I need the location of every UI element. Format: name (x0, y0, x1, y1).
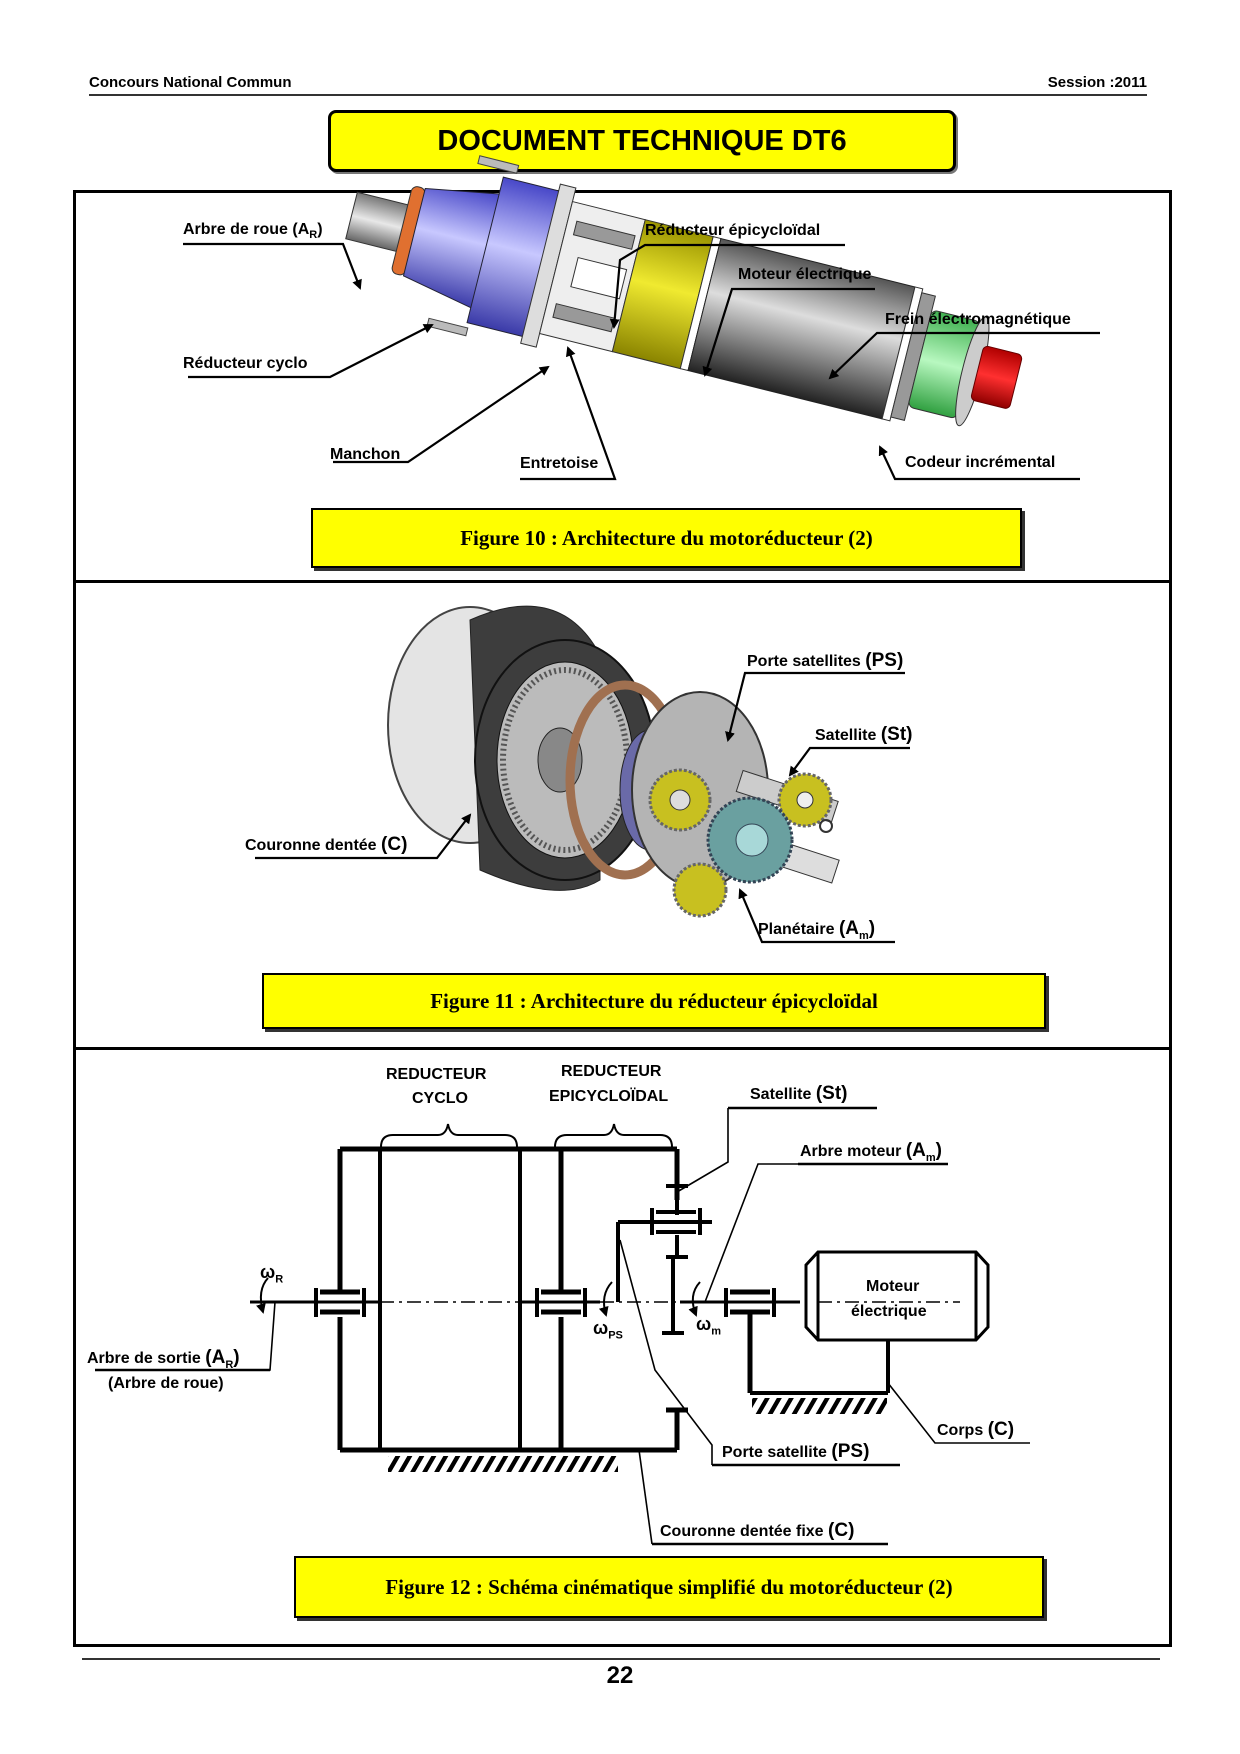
header-session: Session :2011 (1047, 74, 1147, 91)
label-couronne-dentee-fixe: Couronne dentée fixe (C) (660, 1520, 855, 1541)
label-reducteur-cyclo-1: REDUCTEUR (386, 1066, 487, 1083)
label-satellite: Satellite (St) (815, 724, 913, 745)
label-moteur: Moteur (866, 1278, 920, 1295)
label-porte-satellites: Porte satellites (PS) (747, 650, 904, 671)
label-omega-r: ωR (260, 1262, 284, 1286)
label-manchon: Manchon (330, 446, 401, 463)
label-omega-m: ωm (696, 1314, 721, 1338)
label-satellite-st: Satellite (St) (750, 1083, 848, 1104)
label-codeur-incremental: Codeur incrémental (905, 454, 1056, 471)
header-contest-name: Concours National Commun (89, 74, 292, 91)
label-reducteur-cyclo: Réducteur cyclo (183, 355, 308, 372)
label-electrique: électrique (851, 1303, 927, 1320)
label-moteur-electrique: Moteur électrique (738, 266, 872, 283)
label-corps: Corps (C) (937, 1419, 1015, 1440)
label-reducteur-epi-2: EPICYCLOÏDAL (549, 1088, 669, 1105)
label-reducteur-cyclo-2: CYCLO (412, 1090, 468, 1107)
label-entretoise: Entretoise (520, 455, 599, 472)
label-planetaire: Planétaire (Am) (758, 918, 876, 942)
label-couronne-dentee: Couronne dentée (C) (245, 834, 408, 855)
label-reducteur-epi-1: REDUCTEUR (561, 1063, 662, 1080)
figure10-caption: Figure 10 : Architecture du motoréducteu… (311, 508, 1022, 568)
label-reducteur-epicycloidal: Réducteur épicycloïdal (645, 222, 821, 239)
label-omega-ps: ωPS (593, 1318, 623, 1342)
label-porte-satellite: Porte satellite (PS) (722, 1441, 870, 1462)
label-arbre-de-roue: Arbre de roue (AR) (183, 221, 323, 242)
label-arbre-de-roue-paren: (Arbre de roue) (108, 1375, 224, 1392)
footer-rule (82, 1658, 1160, 1660)
label-arbre-de-sortie: Arbre de sortie (AR) (87, 1347, 240, 1371)
figure11-caption: Figure 11 : Architecture du réducteur ép… (262, 973, 1046, 1029)
page-number: 22 (606, 1662, 634, 1689)
label-frein-electromagnetique: Frein électromagnétique (885, 311, 1071, 328)
label-arbre-moteur: Arbre moteur (Am) (800, 1140, 942, 1164)
header-rule (89, 94, 1147, 96)
document-title: DOCUMENT TECHNIQUE DT6 (328, 110, 956, 172)
figure12-frame (73, 1047, 1172, 1647)
figure12-caption: Figure 12 : Schéma cinématique simplifié… (294, 1556, 1044, 1618)
